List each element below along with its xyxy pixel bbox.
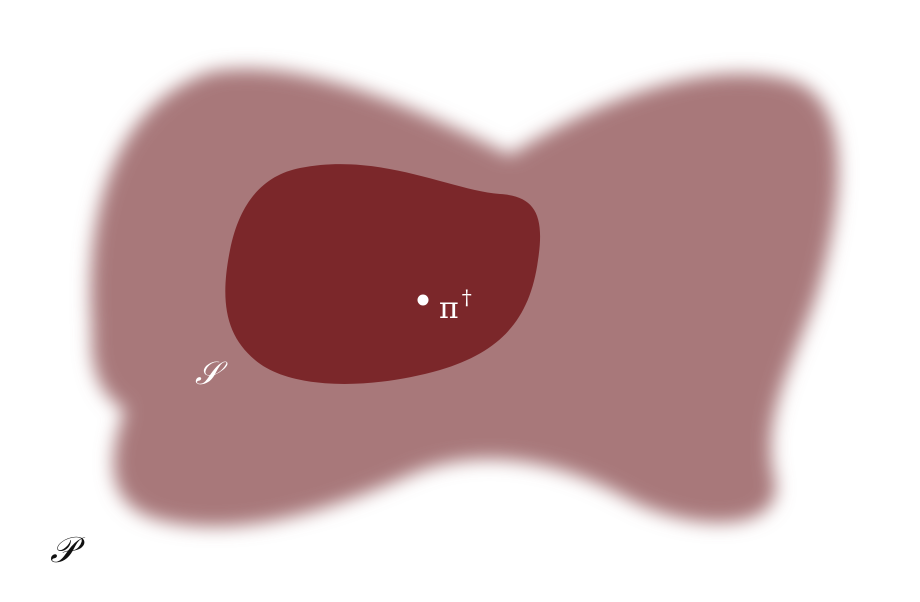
outer-region-label: 𝒫 [50, 530, 86, 571]
pi-dagger-point [417, 294, 429, 306]
dagger-superscript: † [462, 285, 472, 309]
pi-dagger-label: π† [439, 285, 472, 326]
inner-region-shape [225, 164, 541, 384]
pi-symbol: π [439, 291, 459, 326]
